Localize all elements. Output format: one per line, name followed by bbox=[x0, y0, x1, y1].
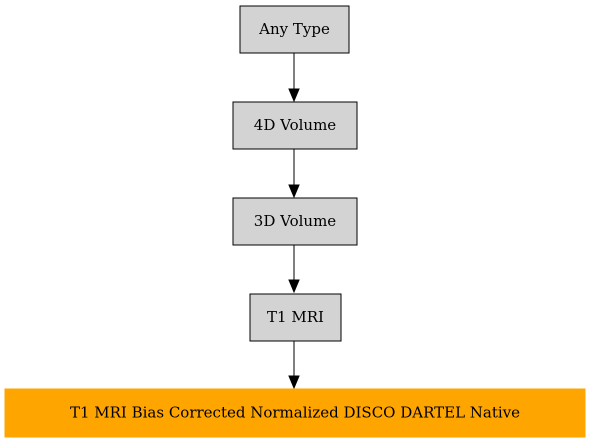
nodes-layer: Any Type 4D Volume 3D Volume T1 MRI T1 M… bbox=[4, 5, 586, 438]
node-3d-volume[interactable]: 3D Volume bbox=[232, 197, 358, 246]
node-label-4d-volume: 4D Volume bbox=[254, 116, 337, 134]
node-box bbox=[232, 197, 358, 246]
arrowhead bbox=[288, 184, 300, 199]
node-any-type[interactable]: Any Type bbox=[239, 5, 350, 54]
node-4d-volume[interactable]: 4D Volume bbox=[232, 101, 358, 150]
edge-any-type-to-4d-volume bbox=[288, 53, 300, 103]
node-label-t1-mri-bias-corrected: T1 MRI Bias Corrected Normalized DISCO D… bbox=[70, 404, 520, 422]
edges-layer bbox=[288, 53, 300, 390]
arrowhead bbox=[288, 88, 300, 103]
node-t1-mri[interactable]: T1 MRI bbox=[249, 293, 342, 342]
arrowhead bbox=[288, 375, 300, 390]
node-box bbox=[232, 101, 358, 150]
node-box bbox=[249, 293, 342, 342]
edge-t1-mri-to-t1-mri-bias-corrected bbox=[288, 341, 300, 390]
node-box bbox=[239, 5, 350, 54]
node-t1-mri-bias-corrected-normalized-disco-dartel-native[interactable]: T1 MRI Bias Corrected Normalized DISCO D… bbox=[4, 388, 586, 438]
arrowhead bbox=[288, 279, 300, 294]
node-label-t1-mri: T1 MRI bbox=[267, 308, 324, 326]
edge-4d-volume-to-3d-volume bbox=[288, 149, 300, 199]
node-label-3d-volume: 3D Volume bbox=[254, 212, 337, 230]
node-label-any-type: Any Type bbox=[258, 20, 330, 38]
edge-3d-volume-to-t1-mri bbox=[288, 245, 300, 294]
node-box bbox=[4, 388, 586, 438]
